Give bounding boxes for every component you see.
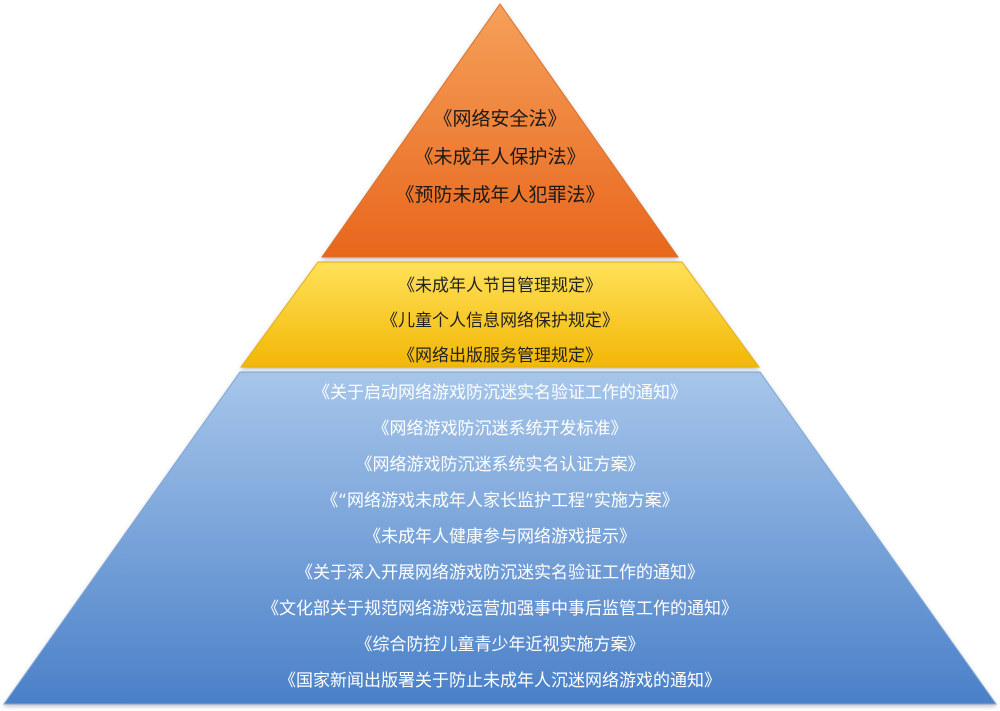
- base-tier-line: 《文化部关于规范网络游戏运营加强事中事后监管工作的通知》: [262, 599, 738, 619]
- base-tier-line: 《“网络游戏未成年人家长监护工程”实施方案》: [321, 491, 679, 511]
- base-tier-line: 《网络游戏防沉迷系统实名认证方案》: [355, 455, 645, 475]
- base-tier-line: 《网络游戏防沉迷系统开发标准》: [372, 419, 628, 439]
- middle-tier-line: 《网络出版服务管理规定》: [398, 346, 602, 366]
- base-tier-line: 《国家新闻出版署关于防止未成年人沉迷网络游戏的通知》: [279, 671, 721, 691]
- top-tier-line: 《未成年人保护法》: [414, 146, 586, 168]
- base-tier-line: 《关于深入开展网络游戏防沉迷实名验证工作的通知》: [296, 563, 704, 583]
- top-tier-line: 《预防未成年人犯罪法》: [395, 184, 605, 206]
- middle-tier-line: 《未成年人节目管理规定》: [398, 276, 602, 296]
- pyramid-base-tier: [3, 371, 997, 705]
- pyramid-top-tier: [321, 3, 679, 258]
- middle-tier-line: 《儿童个人信息网络保护规定》: [381, 311, 619, 331]
- base-tier-line: 《综合防控儿童青少年近视实施方案》: [355, 635, 645, 655]
- base-tier-line: 《未成年人健康参与网络游戏提示》: [364, 527, 636, 547]
- base-tier-line: 《关于启动网络游戏防沉迷实名验证工作的通知》: [313, 383, 687, 403]
- pyramid-middle-tier: [240, 261, 760, 368]
- top-tier-line: 《网络安全法》: [433, 108, 567, 130]
